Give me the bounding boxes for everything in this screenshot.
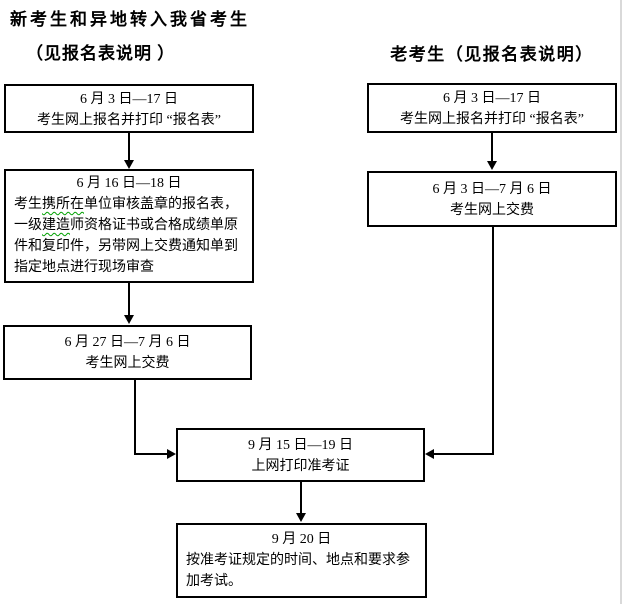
box-old-online-payment: 6 月 3 日—7 月 6 日 考生网上交费 <box>367 171 617 227</box>
arrow-left-icon <box>425 449 434 459</box>
page-edge-line <box>620 0 622 604</box>
box-date: 9 月 20 日 <box>271 532 332 547</box>
box-new-onsite-review: 6 月 16 日—18 日 考生携所在单位审核盖章的报名表，一级建造师资格证书或… <box>4 169 254 283</box>
box-take-exam: 9 月 20 日 按准考证规定的时间、地点和要求参加考试。 <box>176 523 427 598</box>
box-text: 考生网上报名并打印 “报名表” <box>400 112 584 127</box>
box-date: 6 月 3 日—7 月 6 日 <box>432 182 552 197</box>
spellcheck-wavy-text: 建造 <box>42 218 70 233</box>
arrow-down-icon <box>487 161 497 170</box>
arrow-down-icon <box>296 513 306 522</box>
right-branch-title: 老考生（见报名表说明） <box>390 45 594 64</box>
text-segment: 师资格证书或合格成绩单原件和复印件，另带网上交费通知单到指定地点进行现场审查 <box>14 218 238 275</box>
box-old-online-registration: 6 月 3 日—17 日 考生网上报名并打印 “报名表” <box>367 83 617 133</box>
text-segment: 考生 <box>14 197 42 212</box>
box-date: 9 月 15 日—19 日 <box>248 438 353 453</box>
box-text: 考生携所在单位审核盖章的报名表，一级建造师资格证书或合格成绩单原件和复印件，另带… <box>14 194 244 278</box>
box-text: 按准考证规定的时间、地点和要求参加考试。 <box>186 553 410 589</box>
box-text: 考生网上报名并打印 “报名表” <box>37 113 221 128</box>
arrow-right-icon <box>167 449 176 459</box>
box-date: 6 月 27 日—7 月 6 日 <box>64 335 191 350</box>
box-text: 考生网上交费 <box>450 203 534 218</box>
box-new-online-payment: 6 月 27 日—7 月 6 日 考生网上交费 <box>3 325 252 380</box>
connector-line <box>134 380 136 455</box>
connector-line <box>491 133 493 162</box>
connector-line <box>434 453 494 455</box>
text-segment: 单位审核盖章的报名表，一级 <box>14 197 238 233</box>
box-new-online-registration: 6 月 3 日—17 日 考生网上报名并打印 “报名表” <box>4 84 254 133</box>
arrow-down-icon <box>124 315 134 324</box>
connector-line <box>134 453 168 455</box>
box-text: 考生网上交费 <box>85 356 170 371</box>
connector-line <box>128 133 130 161</box>
box-text: 上网打印准考证 <box>251 459 350 474</box>
box-print-admission-ticket: 9 月 15 日—19 日 上网打印准考证 <box>176 428 425 482</box>
spellcheck-wavy-text: 携所在 <box>42 197 84 212</box>
connector-line <box>492 227 494 455</box>
arrow-down-icon <box>124 160 134 169</box>
connector-line <box>300 482 302 514</box>
left-branch-title-line1: 新考生和异地转入我省考生 <box>10 10 250 29</box>
connector-line <box>128 283 130 316</box>
box-date: 6 月 3 日—17 日 <box>80 92 178 107</box>
box-date: 6 月 16 日—18 日 <box>76 176 182 191</box>
box-date: 6 月 3 日—17 日 <box>443 91 541 106</box>
left-branch-title-line2: （见报名表说明 ） <box>26 44 176 63</box>
